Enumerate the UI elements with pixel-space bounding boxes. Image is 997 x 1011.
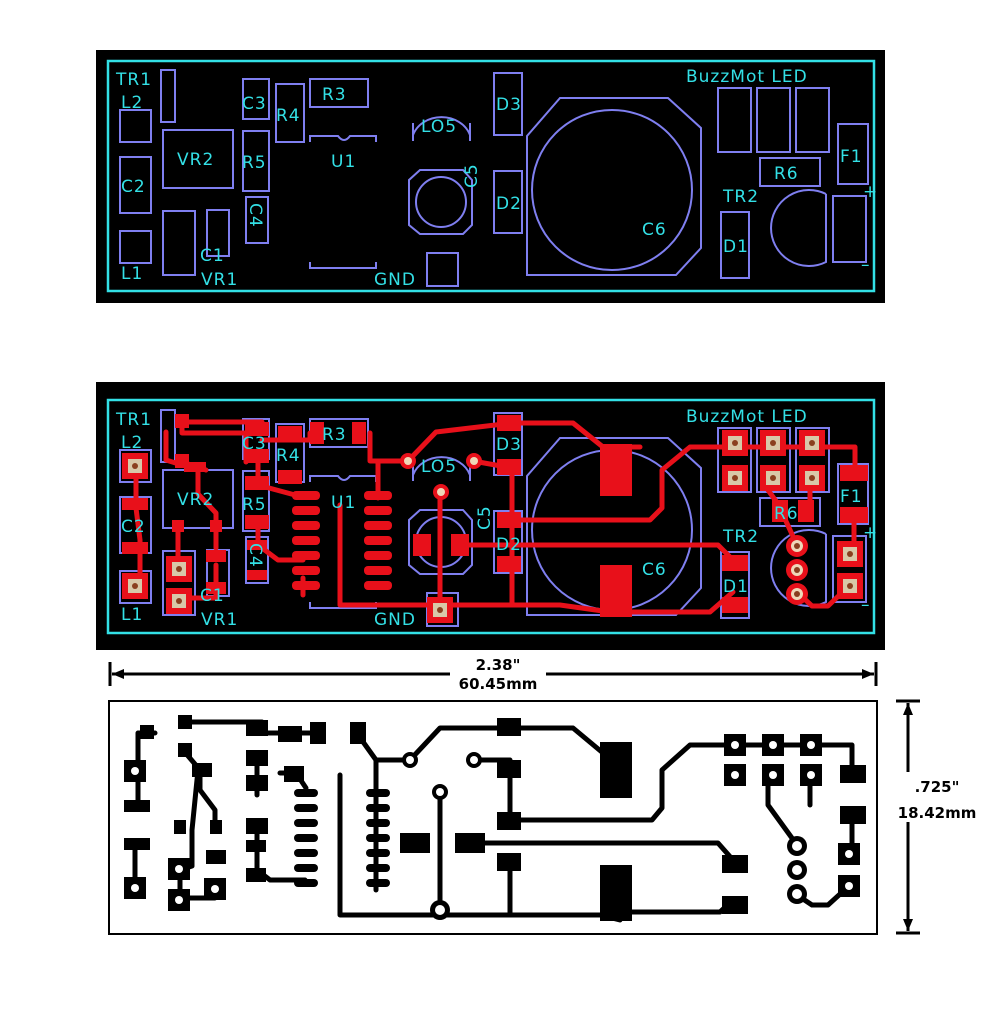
- label-tr2: TR2: [722, 527, 759, 547]
- width-mm: 60.45mm: [459, 675, 538, 693]
- through-hole-pads: [122, 430, 863, 623]
- board-outline-print: [108, 700, 878, 935]
- board-silkscreen: [96, 50, 885, 303]
- label-tr1: TR1: [115, 410, 152, 430]
- label-vr2: VR2: [177, 150, 214, 170]
- copper-pads: [122, 414, 868, 617]
- label-c4: C4: [245, 543, 265, 568]
- label-d3: D3: [496, 95, 522, 115]
- board-title: BuzzMot LED: [686, 67, 808, 87]
- width-dimension: 2.38" 60.45mm: [108, 654, 878, 694]
- label-l2: L2: [121, 93, 143, 113]
- label-lo5: LO5: [421, 117, 457, 137]
- label-plus: +: [863, 182, 878, 202]
- label-d1: D1: [723, 577, 749, 597]
- label-gnd: GND: [374, 610, 416, 630]
- label-c3: C3: [242, 94, 267, 114]
- label-d3: D3: [496, 435, 522, 455]
- label-d1: D1: [723, 237, 749, 257]
- label-vr2: VR2: [177, 490, 214, 510]
- label-c2: C2: [121, 517, 146, 537]
- label-d2: D2: [496, 535, 522, 555]
- label-c4: C4: [245, 203, 265, 228]
- label-c1: C1: [200, 246, 225, 266]
- label-c5: C5: [475, 505, 495, 530]
- height-dimension: .725" 18.42mm: [886, 699, 986, 935]
- label-r5: R5: [242, 153, 267, 173]
- label-tr2: TR2: [722, 187, 759, 207]
- label-tr1: TR1: [115, 70, 152, 90]
- label-u1: U1: [331, 493, 356, 513]
- label-c3: C3: [242, 434, 267, 454]
- width-inches: 2.38": [476, 656, 521, 674]
- board-title: BuzzMot LED: [686, 407, 808, 427]
- label-plus: +: [863, 523, 878, 543]
- label-r5: R5: [242, 495, 267, 515]
- copper-view: TR1 L2 C2 L1 VR2 C1 VR1 C3 R4 R5 C4 R3 U…: [96, 382, 885, 650]
- label-c5: C5: [462, 163, 482, 188]
- label-c2: C2: [121, 177, 146, 197]
- label-gnd: GND: [374, 270, 416, 290]
- label-r4: R4: [276, 106, 301, 126]
- label-f1: F1: [840, 487, 863, 507]
- board-outline-copper: [106, 398, 876, 635]
- label-minus: –: [861, 595, 871, 615]
- label-f1: F1: [840, 147, 863, 167]
- trace-print-view: [108, 700, 878, 935]
- label-vr1: VR1: [201, 270, 238, 290]
- label-l1: L1: [121, 264, 143, 284]
- label-r6: R6: [774, 504, 799, 524]
- label-c1: C1: [200, 586, 225, 606]
- label-c6: C6: [642, 220, 667, 240]
- label-r4: R4: [276, 446, 301, 466]
- label-r6: R6: [774, 164, 799, 184]
- board-outline-silkscreen: [106, 59, 876, 293]
- height-inches: .725": [915, 778, 960, 796]
- label-r3: R3: [322, 85, 347, 105]
- label-c6: C6: [642, 560, 667, 580]
- label-r3: R3: [322, 425, 347, 445]
- label-lo5: LO5: [421, 457, 457, 477]
- label-l2: L2: [121, 433, 143, 453]
- silkscreen-view: TR1 L2 C2 L1 VR2 C1 VR1 C3 R4 R5 C4 R3 U…: [96, 50, 885, 303]
- label-u1: U1: [331, 152, 356, 172]
- label-d2: D2: [496, 194, 522, 214]
- label-vr1: VR1: [201, 610, 238, 630]
- label-l1: L1: [121, 605, 143, 625]
- height-mm: 18.42mm: [898, 804, 977, 822]
- print-pads: [124, 715, 866, 921]
- label-minus: –: [861, 255, 871, 275]
